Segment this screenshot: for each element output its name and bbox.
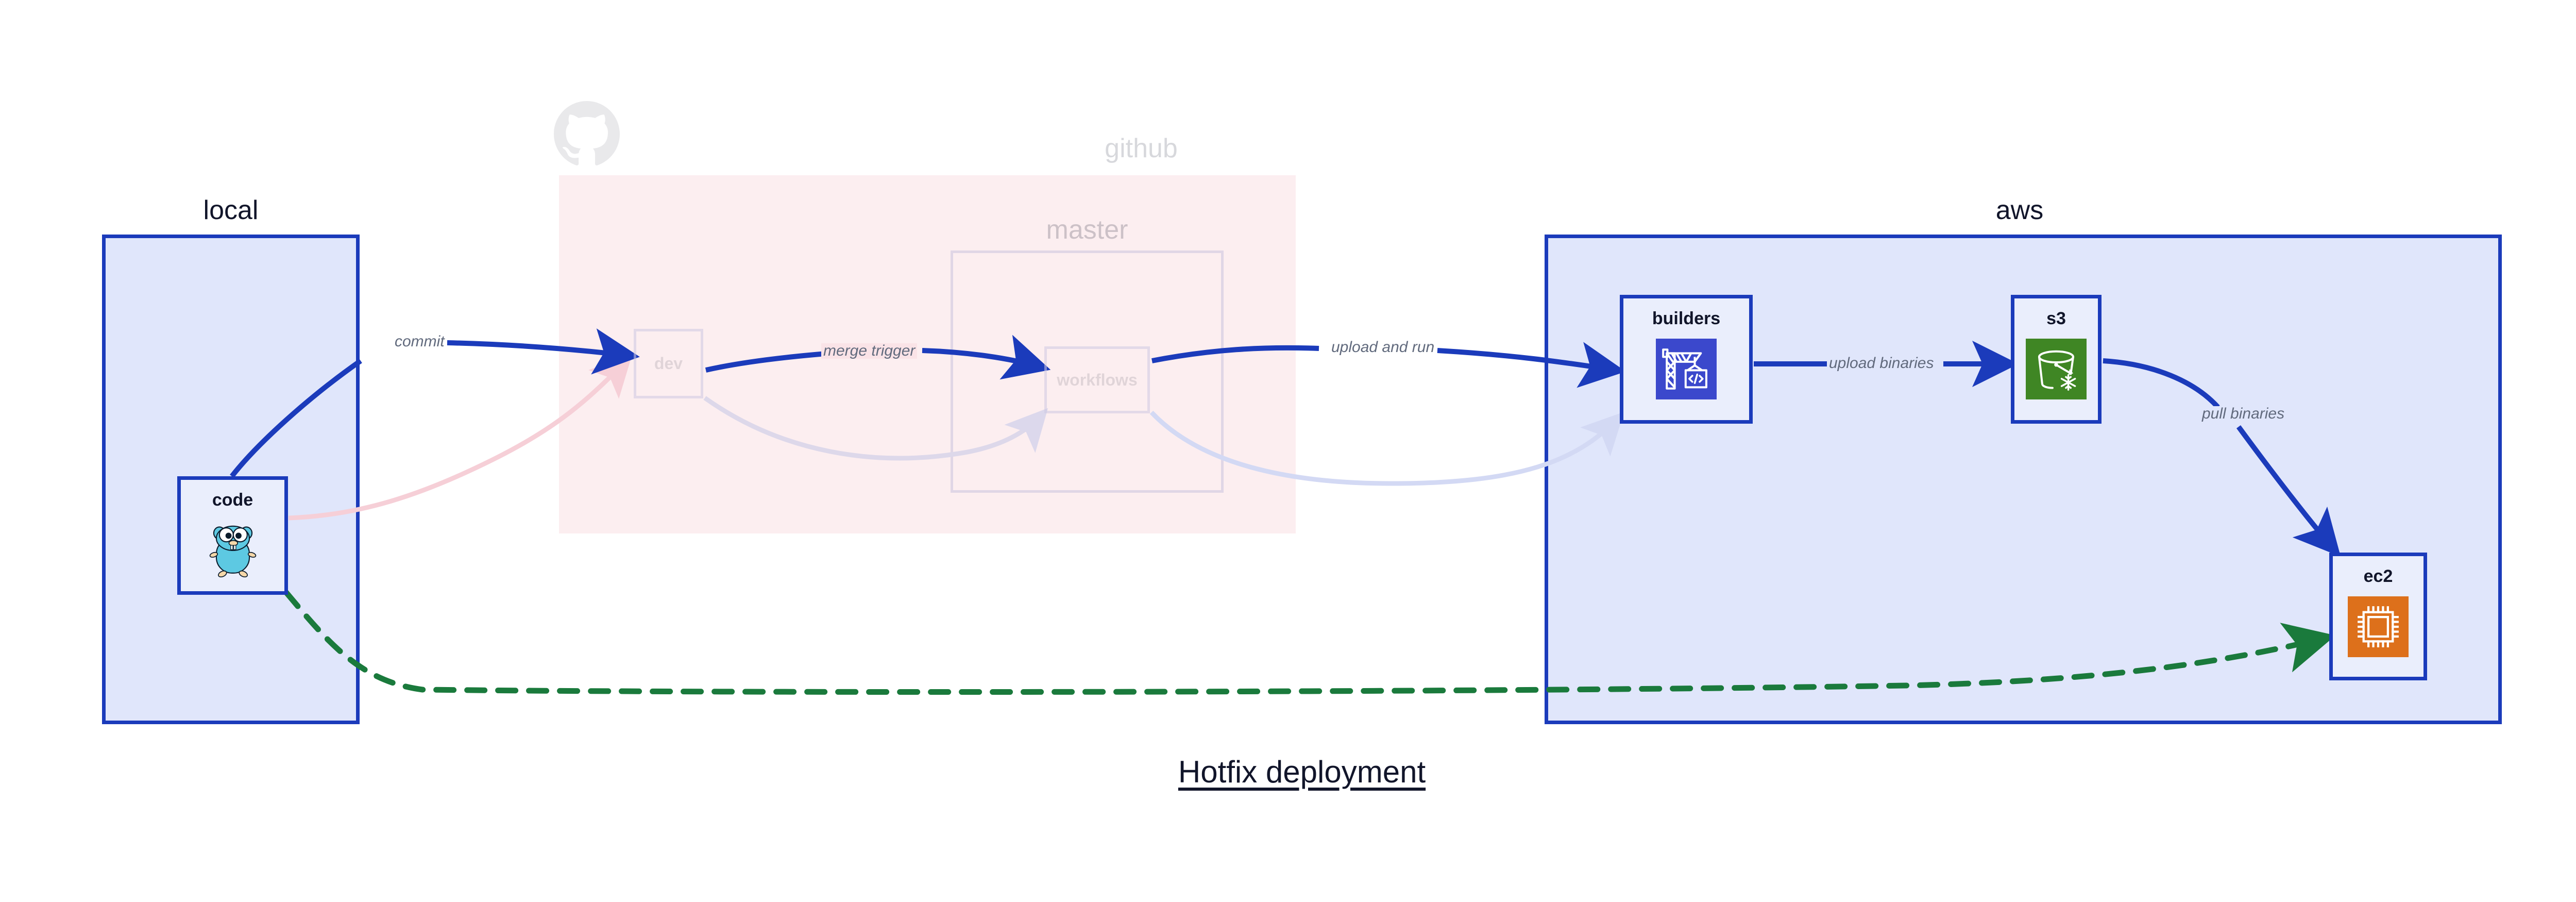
aws-ec2-chip-icon [2348,596,2409,657]
diagram-title: Hotfix deployment [1178,755,1426,789]
cluster-github-label: github [1105,133,1178,163]
edge-label-merge-trigger: merge trigger [821,343,918,359]
go-gopher-icon [209,525,256,578]
cluster-aws-label: aws [1995,195,2044,225]
edge-label-upload-binaries: upload binaries [1827,356,1936,371]
edge-label-pull-binaries: pull binaries [2200,406,2287,422]
node-ec2[interactable]: ec2 [2329,553,2427,680]
node-s3-label: s3 [2046,309,2066,328]
node-builders[interactable]: builders [1620,295,1753,424]
node-code-label: code [212,490,253,510]
node-builders-label: builders [1652,309,1721,328]
cluster-local-label: local [203,195,259,225]
cluster-master [951,250,1224,493]
edge-label-commit: commit [393,334,447,349]
node-code[interactable]: code [177,476,288,595]
edge-label-upload-and-run: upload and run [1329,340,1437,355]
aws-codebuild-crane-icon [1656,339,1717,399]
node-s3[interactable]: s3 [2011,295,2102,424]
aws-s3-glacier-bucket-icon [2026,339,2087,399]
node-ec2-label: ec2 [2363,566,2393,586]
github-octocat-icon [554,101,620,167]
node-dev-label: dev [654,354,683,373]
node-dev[interactable]: dev [634,329,703,398]
cluster-master-label: master [1046,215,1128,245]
node-workflows[interactable]: workflows [1044,346,1150,413]
node-workflows-label: workflows [1057,370,1138,389]
